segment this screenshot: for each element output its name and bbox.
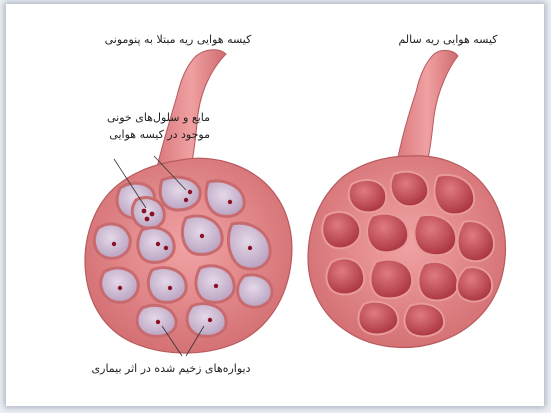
blood-cell bbox=[208, 318, 212, 322]
alveolar-chamber bbox=[326, 258, 364, 294]
blood-cell bbox=[112, 242, 116, 246]
alveolar-chamber bbox=[148, 268, 186, 303]
healthy-title: کیسه هوایی ریه سالم bbox=[378, 32, 518, 47]
walls-label: دیواره‌های زخیم شده در اثر بیماری bbox=[66, 361, 276, 376]
alveolar-chamber bbox=[418, 262, 458, 300]
blood-cell bbox=[118, 286, 122, 290]
blood-cell bbox=[248, 246, 252, 250]
fluid-label-line2: موجود در کیسه هوایی bbox=[90, 127, 210, 142]
blood-cell bbox=[150, 212, 155, 217]
blood-cell bbox=[164, 246, 168, 250]
alveolar-chamber bbox=[101, 268, 138, 302]
alveoli-diagram bbox=[6, 4, 544, 406]
alveolar-chamber bbox=[358, 302, 398, 335]
alveolar-chamber bbox=[238, 275, 272, 307]
blood-cell bbox=[214, 284, 218, 288]
alveolar-chamber bbox=[391, 172, 428, 207]
alveolar-chamber bbox=[367, 214, 408, 253]
alveolar-chamber bbox=[370, 260, 412, 299]
blood-cell bbox=[188, 190, 192, 194]
fluid-label-line1: مایع و سلول‌های خونی bbox=[90, 110, 210, 125]
illustration-frame: کیسه هوایی ریه مبتلا به پنومونی کیسه هوا… bbox=[6, 4, 544, 406]
healthy-bronchiole bbox=[396, 50, 458, 168]
alveolar-chamber bbox=[349, 180, 386, 212]
blood-cell bbox=[200, 234, 204, 238]
alveolar-chamber bbox=[132, 198, 164, 229]
alveolar-chamber bbox=[457, 267, 492, 301]
diseased-alveolus bbox=[85, 50, 292, 356]
healthy-alveolus bbox=[308, 50, 505, 347]
alveolar-chamber bbox=[94, 224, 130, 258]
blood-cell bbox=[228, 200, 232, 204]
blood-cell bbox=[184, 198, 188, 202]
blood-cell bbox=[145, 217, 150, 222]
blood-cell bbox=[156, 320, 160, 324]
alveolar-chamber bbox=[138, 228, 174, 263]
blood-cell bbox=[142, 209, 147, 214]
alveolar-chamber bbox=[187, 304, 226, 337]
alveolar-chamber bbox=[322, 212, 360, 248]
diseased-title: کیسه هوایی ریه مبتلا به پنومونی bbox=[78, 32, 278, 47]
alveolar-chamber bbox=[404, 304, 444, 337]
alveolar-chamber bbox=[160, 177, 200, 210]
blood-cell bbox=[156, 242, 160, 246]
blood-cell bbox=[168, 286, 172, 290]
